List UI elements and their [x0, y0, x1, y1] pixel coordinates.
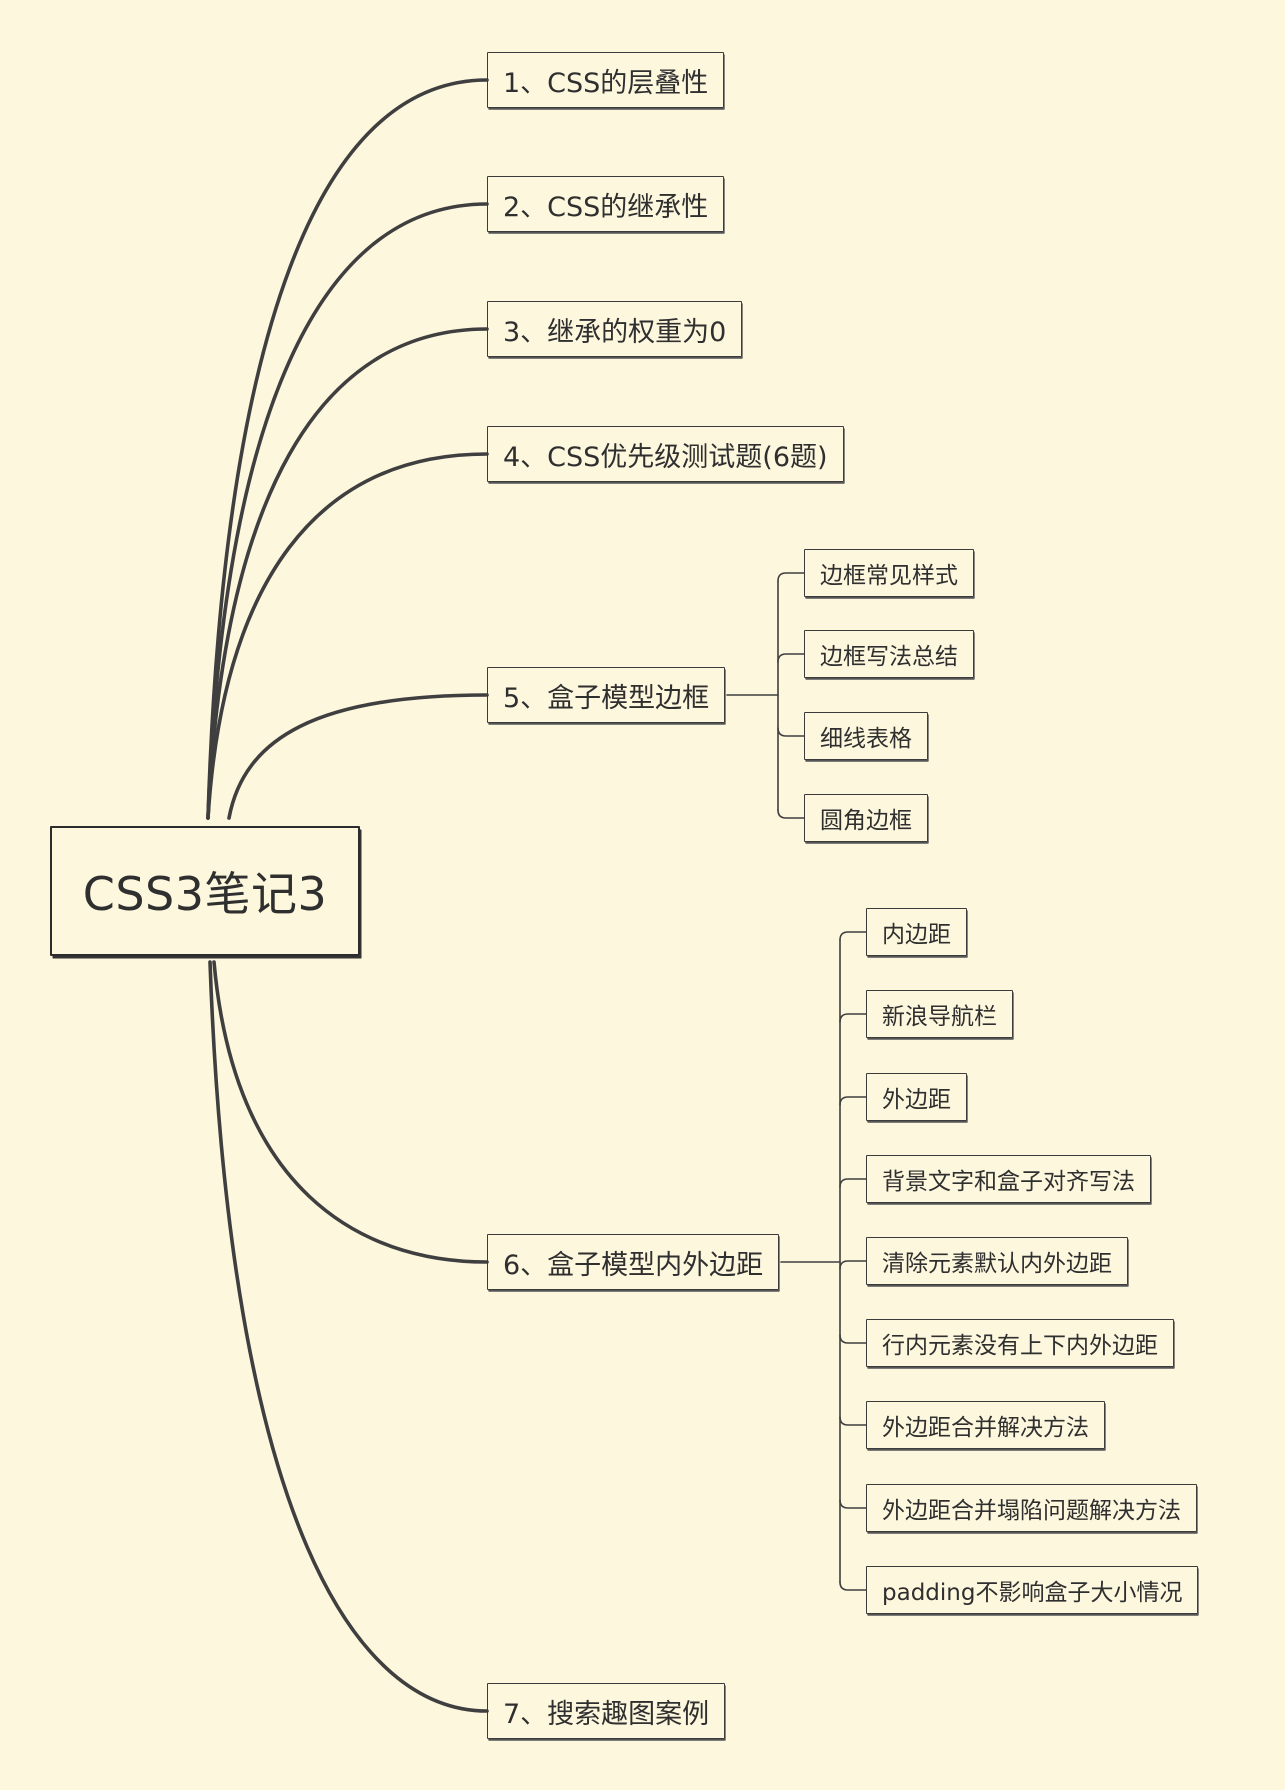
topic-node[interactable]: 2、CSS的继承性 [487, 176, 725, 232]
subtopic-node[interactable]: 外边距合并解决方法 [866, 1401, 1105, 1449]
topic-connector [227, 693, 489, 820]
subtopic-node[interactable]: 外边距合并塌陷问题解决方法 [866, 1484, 1197, 1532]
subtopic-connector [839, 1581, 867, 1591]
topic-connector [206, 452, 489, 820]
topic-connector [206, 78, 489, 820]
subtopic-label: 背景文字和盒子对齐写法 [882, 1169, 1135, 1195]
topic-connector [208, 960, 489, 1713]
subtopic-node[interactable]: 外边距 [866, 1073, 967, 1121]
subtopic-label: padding不影响盒子大小情况 [882, 1580, 1183, 1606]
subtopic-node[interactable]: 圆角边框 [804, 794, 928, 842]
subtopic-connector [839, 1416, 867, 1426]
root-label: CSS3笔记3 [82, 867, 328, 921]
subtopic-label: 新浪导航栏 [882, 1004, 997, 1030]
topic-label: 5、盒子模型边框 [503, 682, 710, 714]
topic-label: 1、CSS的层叠性 [503, 67, 709, 99]
topic-label: 7、搜索趣图案例 [503, 1698, 710, 1730]
topic-node[interactable]: 6、盒子模型内外边距 [487, 1234, 780, 1290]
topic-node[interactable]: 1、CSS的层叠性 [487, 52, 725, 108]
subtopic-node[interactable]: 清除元素默认内外边距 [866, 1237, 1128, 1285]
subtopic-node[interactable]: 行内元素没有上下内外边距 [866, 1319, 1174, 1367]
topic-label: 2、CSS的继承性 [503, 191, 709, 223]
subtopic-label: 行内元素没有上下内外边距 [882, 1333, 1158, 1359]
subtopic-label: 内边距 [882, 922, 951, 948]
topic-node[interactable]: 5、盒子模型边框 [487, 667, 726, 723]
subtopic-connector [839, 931, 867, 941]
subtopic-node[interactable]: padding不影响盒子大小情况 [866, 1566, 1199, 1614]
topic-connector [212, 960, 489, 1264]
subtopic-node[interactable]: 边框写法总结 [804, 630, 974, 678]
subtopic-label: 边框常见样式 [820, 563, 958, 589]
subtopic-connector [839, 1499, 867, 1509]
subtopic-connector [777, 572, 805, 582]
topic-node[interactable]: 4、CSS优先级测试题(6题) [487, 426, 844, 482]
root-node[interactable]: CSS3笔记3 [50, 826, 360, 956]
topic-node[interactable]: 3、继承的权重为0 [487, 301, 743, 357]
subtopic-connector [777, 727, 805, 737]
subtopic-node[interactable]: 新浪导航栏 [866, 990, 1013, 1038]
subtopic-connector [777, 809, 805, 819]
subtopic-connector [839, 1178, 867, 1188]
topic-label: 3、继承的权重为0 [503, 316, 727, 348]
subtopic-node[interactable]: 边框常见样式 [804, 549, 974, 597]
subtopic-label: 外边距合并塌陷问题解决方法 [882, 1498, 1181, 1524]
subtopic-connector [839, 1096, 867, 1106]
subtopic-connector [839, 1260, 867, 1270]
subtopic-label: 清除元素默认内外边距 [882, 1251, 1112, 1277]
subtopic-label: 细线表格 [820, 726, 912, 752]
subtopic-node[interactable]: 内边距 [866, 908, 967, 956]
subtopic-label: 外边距 [882, 1087, 951, 1113]
topic-connector [206, 327, 489, 820]
topic-label: 6、盒子模型内外边距 [503, 1249, 764, 1281]
subtopic-connector [839, 1013, 867, 1023]
subtopic-node[interactable]: 背景文字和盒子对齐写法 [866, 1155, 1151, 1203]
subtopic-connector [777, 653, 805, 663]
topic-label: 4、CSS优先级测试题(6题) [503, 441, 828, 473]
topic-node[interactable]: 7、搜索趣图案例 [487, 1683, 726, 1739]
subtopic-connector [839, 1334, 867, 1344]
subtopic-label: 圆角边框 [820, 808, 912, 834]
subtopic-label: 边框写法总结 [820, 644, 958, 670]
topic-connector [206, 202, 489, 820]
subtopic-label: 外边距合并解决方法 [882, 1415, 1089, 1441]
subtopic-node[interactable]: 细线表格 [804, 712, 928, 760]
